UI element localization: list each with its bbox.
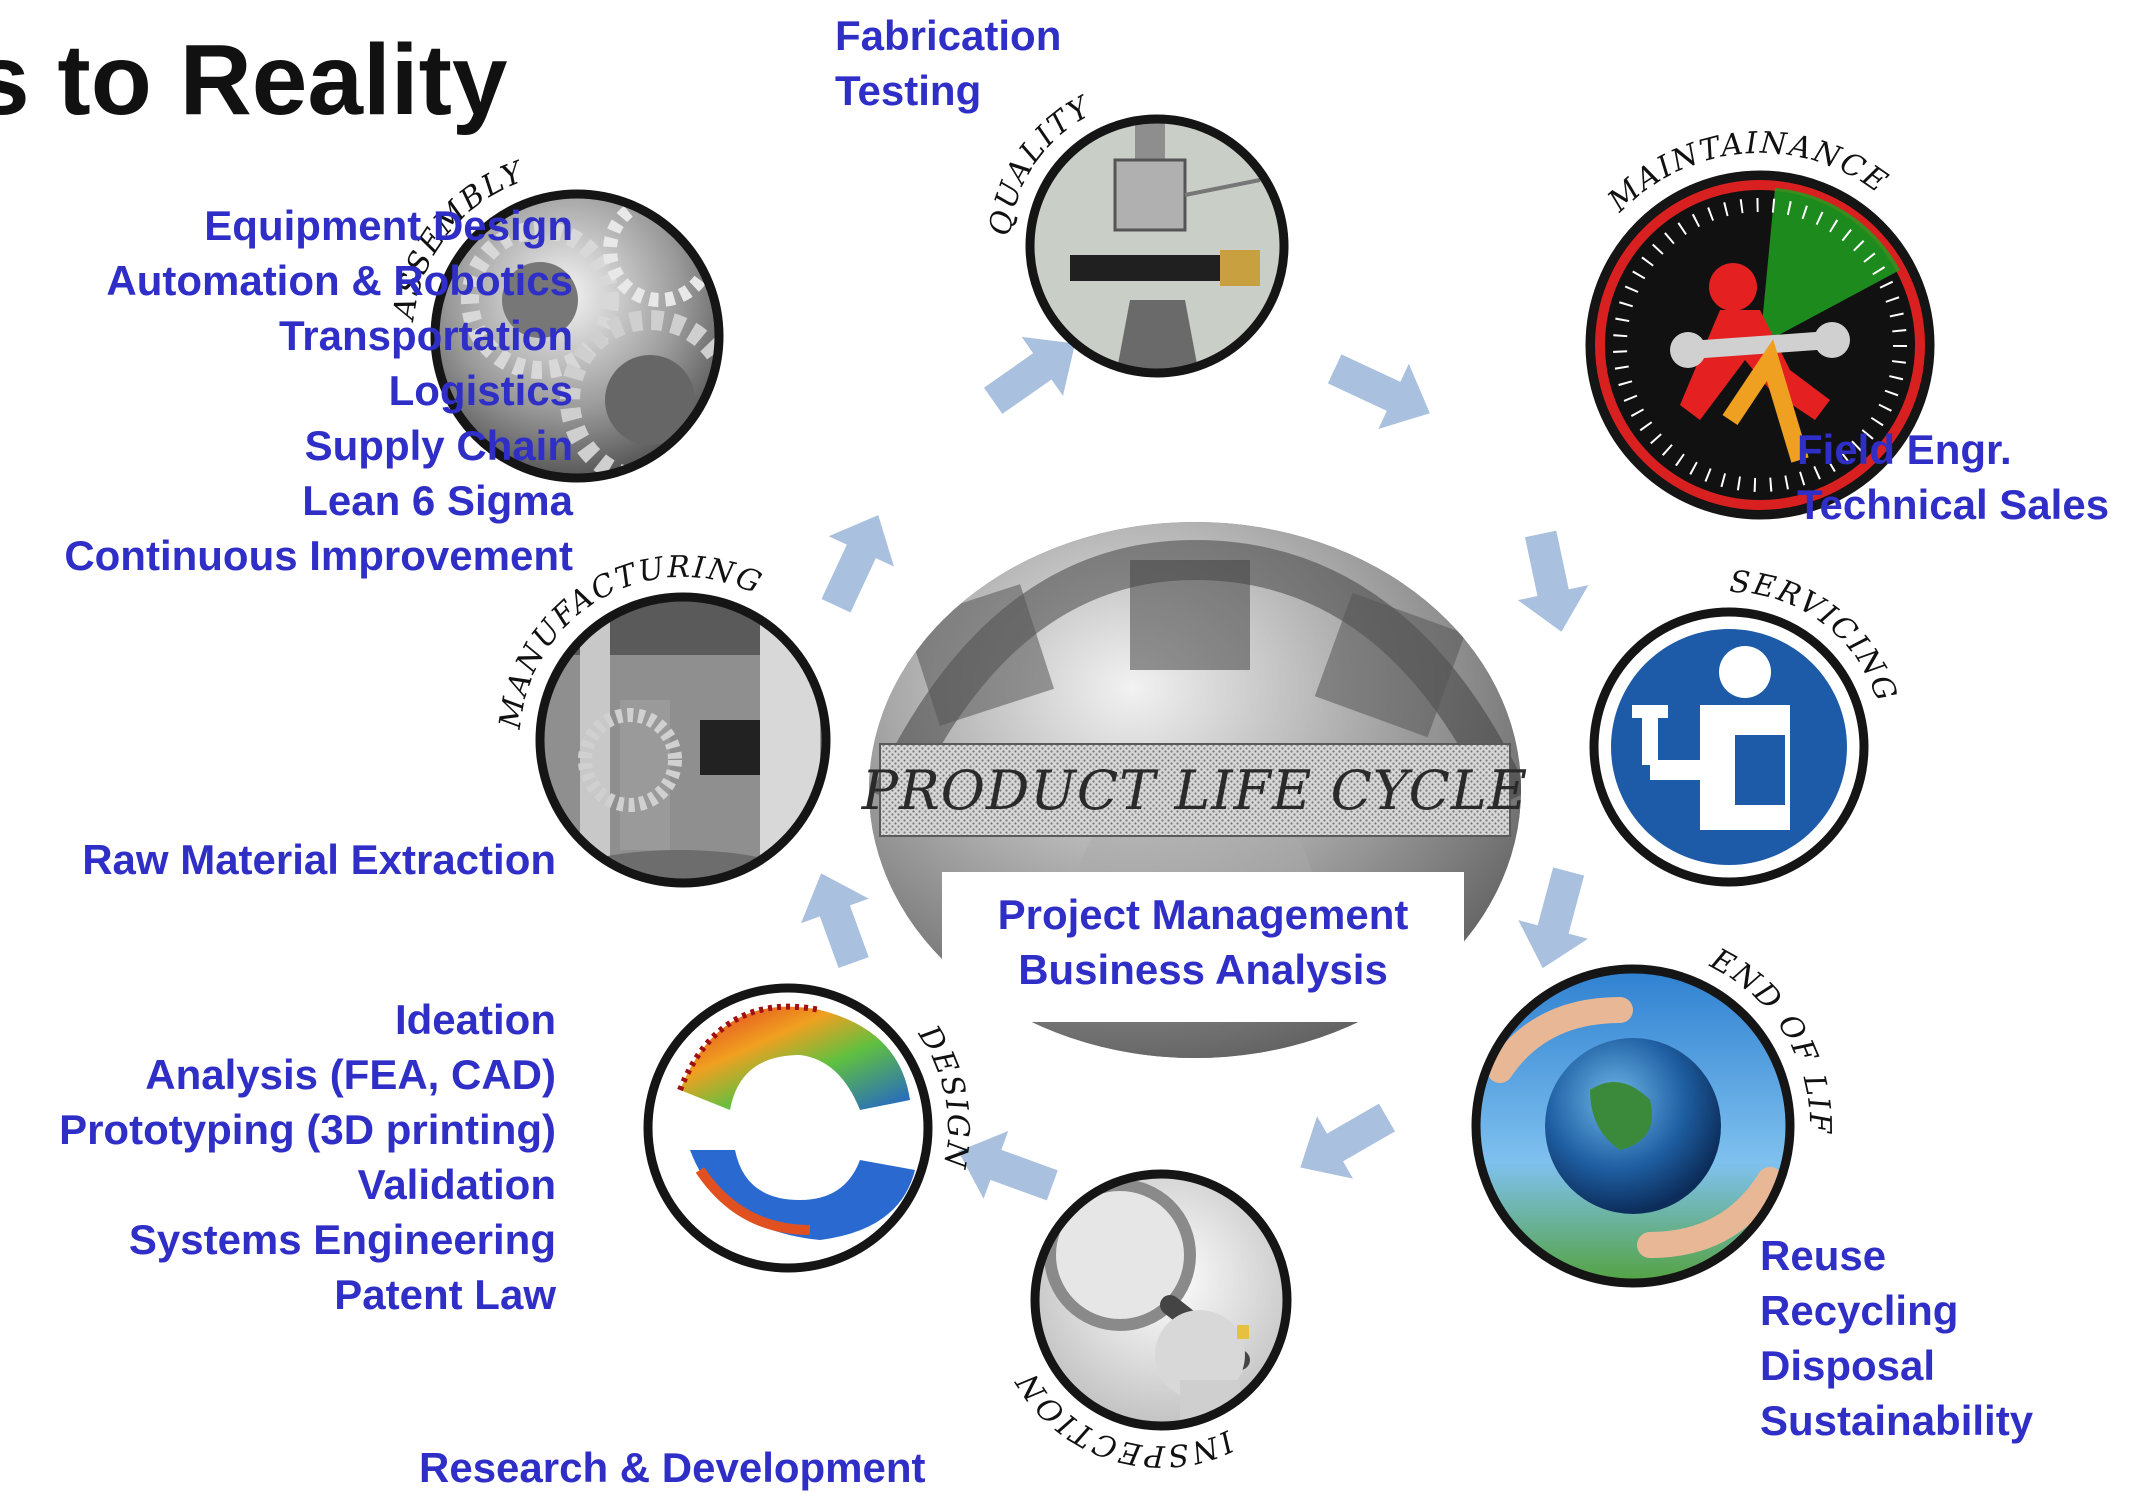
list-item: Equipment Design — [204, 202, 573, 249]
list-item: Testing — [835, 67, 982, 114]
stage-manufacturing: MANUFACTURING — [493, 550, 831, 888]
design-fea-image — [648, 988, 928, 1268]
list-item: Logistics — [388, 367, 573, 414]
list-item: Business Analysis — [1018, 946, 1388, 993]
list-item: Analysis (FEA, CAD) — [145, 1051, 556, 1098]
stage-inspection: INSPECTION — [1009, 1169, 1292, 1473]
list-item: Automation & Robotics — [106, 257, 573, 304]
list-item: Project Management — [997, 891, 1409, 938]
assembly-gears-image — [435, 194, 719, 478]
end-of-life-earth-image — [1476, 969, 1790, 1283]
list-item: Systems Engineering — [128, 1216, 556, 1263]
list-item: Ideation — [394, 996, 556, 1043]
arrow-inspection-to-design — [958, 1131, 1058, 1201]
page-title: s to Reality — [0, 24, 508, 136]
quality-testing-image — [1030, 119, 1284, 373]
list-item: Lean 6 Sigma — [302, 477, 573, 524]
center-title: PRODUCT LIFE CYCLE — [861, 759, 1528, 822]
list-item: Raw Material Extraction — [82, 836, 556, 883]
careers-manufacturing: Raw Material Extraction — [82, 832, 556, 887]
careers-design: Ideation Analysis (FEA, CAD) Prototyping… — [59, 992, 556, 1322]
center-gear-image: PRODUCT LIFE CYCLE — [861, 522, 1528, 1058]
maintainance-gauge-image — [1590, 175, 1930, 515]
arrow-maintainance-to-servicing — [1517, 530, 1589, 632]
list-item: Recycling — [1760, 1287, 1959, 1334]
list-item: Fabrication — [835, 12, 1062, 59]
list-item: Patent Law — [334, 1271, 556, 1318]
list-item: Prototyping (3D printing) — [59, 1106, 556, 1153]
careers-quality: Fabrication Testing — [835, 8, 1061, 118]
careers-inspection: Research & Development — [419, 1440, 926, 1495]
careers-maintainance: Field Engr. Technical Sales — [1797, 422, 2109, 532]
list-item: Disposal — [1760, 1342, 1936, 1389]
careers-center: Project Management Business Analysis — [942, 887, 1464, 997]
list-item: Reuse — [1760, 1232, 1887, 1279]
careers-end-of-life: Reuse Recycling Disposal Sustainability — [1760, 1228, 2033, 1448]
stage-servicing: SERVICING — [1589, 565, 1902, 887]
stage-assembly: ASSEMBLY — [386, 154, 724, 483]
arrow-design-to-manufacturing — [801, 873, 869, 969]
list-item: Research & Development — [419, 1444, 926, 1491]
list-item: Field Engr. — [1797, 426, 2012, 473]
list-item: Continuous Improvement — [64, 532, 573, 579]
careers-assembly: Equipment Design Automation & Robotics T… — [64, 198, 573, 583]
list-item: Transportation — [278, 312, 573, 359]
stage-quality: QUALITY — [983, 89, 1289, 378]
arrow-assembly-to-quality — [983, 336, 1076, 414]
list-item: Technical Sales — [1797, 481, 2110, 528]
cycle-arrows — [801, 336, 1589, 1201]
inspection-magnifier-image — [1035, 1174, 1287, 1426]
arrow-end-of-life-to-inspection — [1300, 1103, 1395, 1179]
arrow-manufacturing-to-assembly — [821, 515, 894, 613]
list-item: Sustainability — [1760, 1397, 2034, 1444]
arrow-quality-to-maintainance — [1327, 354, 1430, 429]
stage-design: DESIGN — [643, 983, 975, 1273]
list-item: Supply Chain — [304, 422, 573, 469]
list-item: Validation — [357, 1161, 556, 1208]
arrow-servicing-to-end-of-life — [1518, 867, 1588, 969]
